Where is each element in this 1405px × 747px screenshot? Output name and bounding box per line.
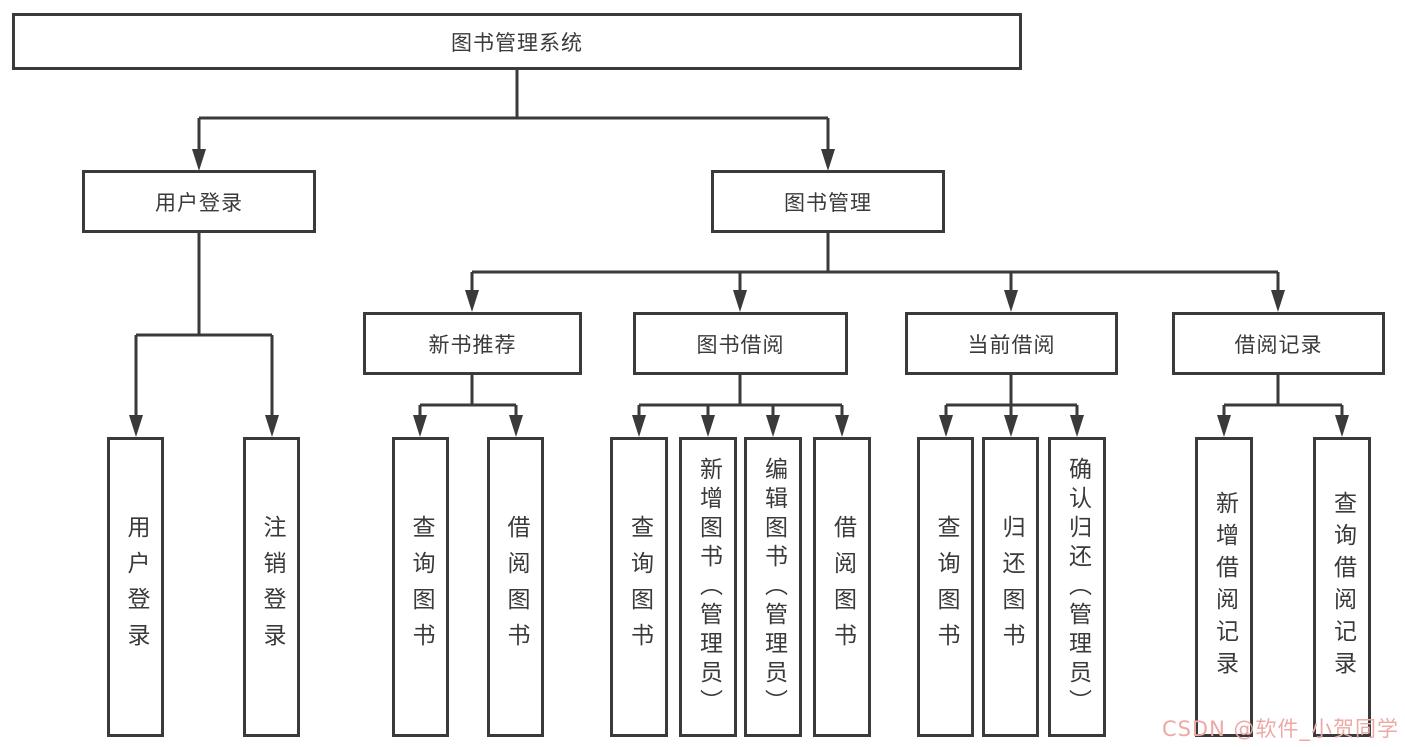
leaf-logout: 注销登录: [243, 437, 300, 737]
csdn-watermark: CSDN @软件_小贺同学: [1161, 717, 1399, 741]
node-user-login-branch: 用户登录: [82, 170, 316, 233]
leaf-borrow-books-borrowing: 借阅图书: [813, 437, 871, 737]
leaf-edit-books-admin: 编辑图书（管理员）: [744, 437, 802, 737]
leaf-add-books-admin: 新增图书（管理员）: [679, 437, 737, 737]
node-borrowing-records: 借阅记录: [1172, 312, 1385, 375]
node-library-system: 图书管理系统: [12, 13, 1022, 70]
leaf-return-books: 归还图书: [982, 437, 1039, 737]
connector-paths: [134, 70, 1344, 416]
node-book-borrowing: 图书借阅: [633, 312, 848, 375]
leaf-user-login: 用户登录: [107, 437, 164, 737]
node-book-management: 图书管理: [711, 170, 945, 233]
leaf-confirm-return-admin: 确认归还（管理员）: [1048, 437, 1106, 737]
leaf-query-borrow-record: 查询借阅记录: [1313, 437, 1371, 737]
arrowheads: [129, 149, 1349, 437]
leaf-query-books-borrowing: 查询图书: [610, 437, 668, 737]
node-new-book-recommendation: 新书推荐: [363, 312, 582, 375]
node-current-borrowing: 当前借阅: [905, 312, 1118, 375]
leaf-query-books-current: 查询图书: [917, 437, 974, 737]
leaf-add-borrow-record: 新增借阅记录: [1195, 437, 1253, 737]
leaf-borrow-books-recommend: 借阅图书: [487, 437, 544, 737]
leaf-query-books-recommend: 查询图书: [392, 437, 449, 737]
